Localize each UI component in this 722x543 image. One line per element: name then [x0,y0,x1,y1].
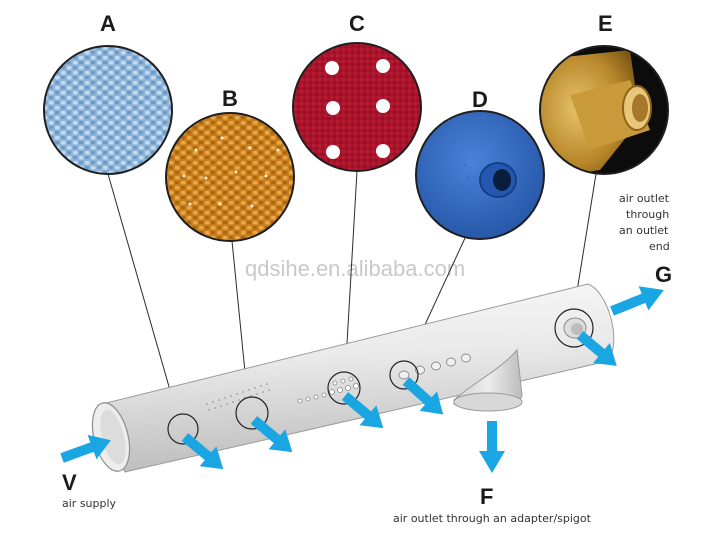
callout-ring-d [389,360,419,390]
fabric-detail-d [415,110,545,240]
flow-arrow-icon [60,434,111,463]
callout-ring-a [167,413,199,445]
caption-end-outlet-2: through [626,208,669,221]
fabric-detail-e [539,45,669,175]
label-v: V [62,470,77,495]
flow-arrow-icon [479,421,505,473]
fabric-detail-a [43,45,173,175]
flow-arrow-icon [402,377,444,415]
label-d: D [472,87,488,112]
fabric-detail-c [292,42,422,172]
label-e: E [598,11,613,36]
label-f: F [480,484,493,509]
label-g: G [655,262,672,287]
label-a: A [100,11,116,36]
caption-end-outlet-1: air outlet [619,192,670,205]
outlet-end-nozzle-inner [571,323,583,335]
flow-arrow-icon [250,416,293,453]
airflow-arrows [60,286,664,473]
duct-nozzles [398,353,471,380]
spigot-opening [453,392,523,412]
callout-ring-e [554,308,594,348]
fabric-duct [91,283,615,473]
flow-arrow-icon [341,392,384,429]
caption-end-outlet-4: end [649,240,670,253]
leader-line-a [107,173,179,419]
duct-holes [297,376,359,404]
watermark: qdsihe.en.alibaba.com [245,256,465,281]
callout-ring-c [327,371,361,405]
label-c: C [349,11,365,36]
flow-arrow-icon [576,331,617,366]
caption-adapter-outlet: air outlet through an adapter/spigot [393,512,592,525]
fabric-detail-b [165,112,295,242]
callout-rings [167,308,594,445]
duct-inlet-inner [100,409,126,465]
caption-air-supply: air supply [62,497,117,510]
flow-arrow-icon [610,286,664,316]
caption-end-outlet-3: an outlet [619,224,669,237]
flow-arrow-icon [181,433,224,470]
perforation-field [206,383,270,411]
label-b: B [222,86,238,111]
callout-ring-b [235,396,269,430]
